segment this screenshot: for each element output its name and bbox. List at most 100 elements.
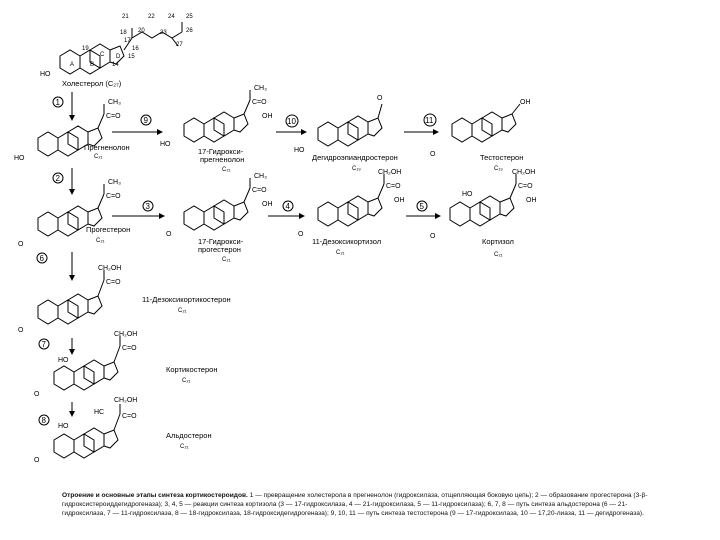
carbon-26: 26	[186, 28, 193, 34]
step-1-number: 1	[56, 98, 61, 107]
corticosterone-co: C=O	[122, 345, 137, 352]
step-6-arrow: 6	[36, 252, 75, 281]
carbon-18: 18	[120, 30, 127, 36]
dhea-label: Дегидроэпиандростерон	[312, 153, 398, 162]
ring-letter-b: B	[90, 62, 94, 68]
testosterone-carbon: C₁₉	[494, 166, 503, 172]
ring-letter-a: A	[70, 62, 74, 68]
deoxycorticosterone-label: 11-Дезоксикортикостерон	[142, 295, 231, 304]
deoxycortisol-co: C=O	[386, 183, 401, 190]
aldosterone-ho: HO	[58, 423, 69, 430]
hydroxyprogesterone-oh: OH	[262, 201, 273, 208]
cortisol-label: Кортизол	[482, 237, 514, 246]
corticosterone-carbon: C₂₁	[182, 378, 191, 384]
deoxycortisol-o: O	[298, 231, 304, 238]
step-10-arrow: 10	[276, 114, 307, 135]
step-5-arrow: 5	[406, 200, 441, 219]
carbon-15: 15	[128, 54, 135, 60]
progesterone-o: O	[18, 241, 24, 248]
step-3-arrow: 3	[112, 200, 165, 219]
step-1-arrow: 1	[52, 92, 75, 121]
hydroxyprogesterone-label: 17-Гидрокси-	[198, 237, 244, 246]
step-5-number: 5	[420, 202, 425, 211]
corticosterone-label: Кортикостерон	[166, 365, 217, 374]
carbon-24: 24	[168, 14, 175, 20]
deoxycorticosterone-structure: C=O CH₂OH O 11-Дезоксикортикостерон C₂₁	[18, 265, 231, 334]
hydroxyprogesterone-structure: C=O CH₃ OH O 17-Гидрокси- прогестерон C₂…	[166, 173, 273, 263]
deoxycortisol-label: 11-Дезоксикортизол	[312, 237, 381, 246]
figure-caption: Отроение и основные этапы синтеза кортик…	[62, 491, 662, 518]
step-10-number: 10	[287, 117, 296, 126]
cholesterol-label: Холестерол (C₂₇)	[62, 79, 122, 88]
step-11-arrow: 11	[404, 113, 439, 135]
dhea-carbon: C₁₉	[352, 166, 361, 172]
deoxycortisol-structure: C=O CH₂OH OH O 11-Дезоксикортизол C₂₁	[298, 169, 405, 256]
hydroxyprogesterone-ch3: CH₃	[254, 173, 267, 180]
step-7-number: 7	[42, 340, 47, 349]
step-8-arrow: 8	[38, 402, 75, 426]
hydroxyprogesterone-carbon: C₂₁	[222, 257, 231, 263]
cortisol-structure: C=O CH₂OH OH HO O Кортизол C₂₁	[430, 169, 537, 258]
progesterone-label: Прогестерон	[86, 225, 130, 234]
corticosterone-ho: HO	[58, 357, 69, 364]
carbon-21: 21	[122, 14, 129, 20]
carbon-25: 25	[186, 14, 193, 20]
cortisol-co: C=O	[518, 183, 533, 190]
deoxycorticosterone-carbon: C₂₁	[178, 308, 187, 314]
aldosterone-carbon: C₂₁	[180, 444, 189, 450]
progesterone-carbon: C₂₁	[96, 238, 105, 244]
step-9-arrow: 9	[112, 114, 163, 135]
pregnenolone-label: Прегненолон	[84, 143, 130, 152]
aldosterone-structure: C=O CH₂OH HO HC O Альдостерон C₂₁	[34, 397, 212, 464]
step-2-arrow: 2	[52, 168, 75, 195]
hydroxypregnenolone-ho: HO	[160, 141, 171, 148]
step-6-number: 6	[40, 254, 45, 263]
progesterone-ch3: CH₃	[108, 179, 121, 186]
testosterone-oh: OH	[520, 99, 531, 106]
testosterone-structure: OH O Тестостерон C₁₉	[430, 99, 531, 172]
cortisol-ch2oh: CH₂OH	[512, 169, 535, 176]
aldosterone-co: C=O	[122, 413, 137, 420]
progesterone-co: C=O	[106, 193, 121, 200]
caption-title: Отроение и основные этапы синтеза кортик…	[62, 492, 248, 499]
carbon-17: 17	[124, 38, 131, 44]
cortisol-oh: OH	[526, 197, 537, 204]
aldosterone-ch2oh: CH₂OH	[114, 397, 137, 404]
carbon-16: 16	[132, 46, 139, 52]
carbon-20: 20	[138, 28, 145, 34]
cortisol-ho: HO	[462, 191, 473, 198]
step-7-arrow: 7	[38, 338, 75, 355]
aldosterone-label: Альдостерон	[166, 431, 212, 440]
caption-text: 1 — превращение холестерола в прегненоло…	[62, 492, 648, 517]
ring-letter-c: C	[100, 52, 105, 58]
cortisol-carbon: C₂₁	[494, 252, 503, 258]
deoxycortisol-ch2oh: CH₂OH	[378, 169, 401, 176]
hydroxypregnenolone-carbon: C₂₁	[222, 167, 231, 173]
testosterone-o: O	[430, 151, 436, 158]
pregnenolone-co: C=O	[106, 113, 121, 120]
deoxycorticosterone-co: C=O	[106, 279, 121, 286]
testosterone-label: Тестостерон	[480, 153, 523, 162]
aldosterone-hc: HC	[94, 409, 104, 416]
corticosterone-structure: C=O CH₂OH HO O Кортикостерон C₂₁	[34, 331, 217, 398]
carbon-27: 27	[176, 42, 183, 48]
hydroxypregnenolone-label2: прегненолон	[200, 155, 244, 164]
hydroxypregnenolone-label: 17-Гидрокси-	[198, 147, 244, 156]
progesterone-structure: C=O CH₃ O Прогестерон C₂₁	[18, 179, 130, 248]
deoxycorticosterone-ch2oh: CH₂OH	[98, 265, 121, 272]
carbon-19: 19	[82, 46, 89, 52]
dhea-structure: O HO Дегидроэпиандростерон C₁₉	[294, 95, 398, 172]
step-8-number: 8	[42, 416, 47, 425]
hydroxypregnenolone-co: C=O	[252, 99, 267, 106]
deoxycortisol-oh: OH	[394, 197, 405, 204]
cholesterol-structure: HO A B C D 21 22 24 25 18 20 23 26 27 19…	[40, 14, 193, 88]
cortisol-o: O	[430, 233, 436, 240]
dhea-o: O	[377, 95, 383, 102]
hydroxypregnenolone-oh: OH	[262, 113, 273, 120]
carbon-23: 23	[160, 30, 167, 36]
step-3-number: 3	[146, 202, 151, 211]
carbon-14: 14	[112, 62, 119, 68]
deoxycortisol-carbon: C₂₁	[336, 250, 345, 256]
carbon-22: 22	[148, 14, 155, 20]
